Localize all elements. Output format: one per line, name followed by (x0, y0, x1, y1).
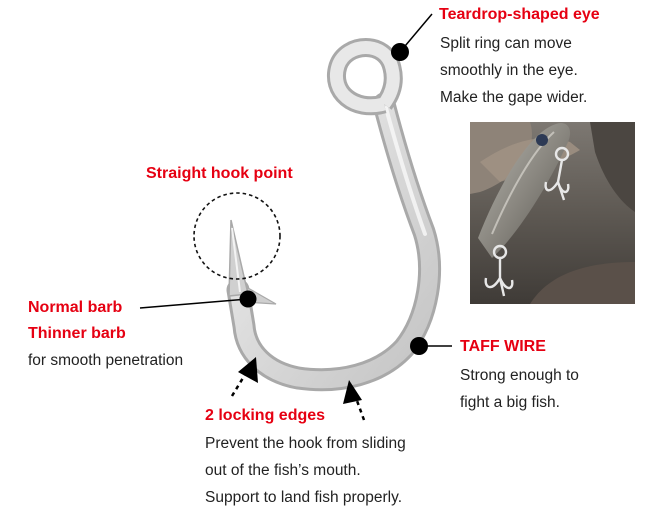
wire-description: Strong enough to fight a big fish. (460, 362, 579, 416)
eye-desc-line: Split ring can move (440, 35, 572, 52)
barb-desc-line: for smooth penetration (28, 352, 184, 369)
barb-title-2: Thinner barb (28, 325, 126, 342)
edges-description: Prevent the hook from sliding out of the… (205, 430, 406, 511)
wire-desc-line: Strong enough to (460, 367, 579, 384)
edges-desc-line: Support to land fish properly. (205, 489, 403, 506)
eye-title: Teardrop-shaped eye (439, 6, 600, 23)
barb-pointer (139, 290, 257, 309)
hook-point (228, 219, 249, 297)
locking-edge-arrow-left (230, 357, 258, 397)
hook-wire (226, 92, 441, 392)
eye-desc-line: smoothly in the eye. (440, 62, 578, 79)
wire-title: TAFF WIRE (460, 338, 546, 355)
edges-title: 2 locking edges (205, 407, 326, 424)
locking-edge-arrow-right (343, 380, 366, 421)
edges-desc-line: Prevent the hook from sliding (205, 435, 406, 452)
lure-photo (470, 122, 635, 304)
eye-description: Split ring can move smoothly in the eye.… (440, 30, 587, 111)
barb-title: Normal barb (28, 299, 123, 316)
barb-description: for smooth penetration (28, 347, 183, 374)
eye-desc-line: Make the gape wider. (440, 89, 588, 106)
hook-eye (327, 38, 403, 116)
wire-pointer (410, 337, 452, 355)
eye-pointer (391, 13, 433, 61)
point-title: Straight hook point (146, 165, 293, 182)
edges-desc-line: out of the fish’s mouth. (205, 462, 361, 479)
point-highlight-circle (193, 192, 281, 280)
wire-desc-line: fight a big fish. (460, 394, 560, 411)
